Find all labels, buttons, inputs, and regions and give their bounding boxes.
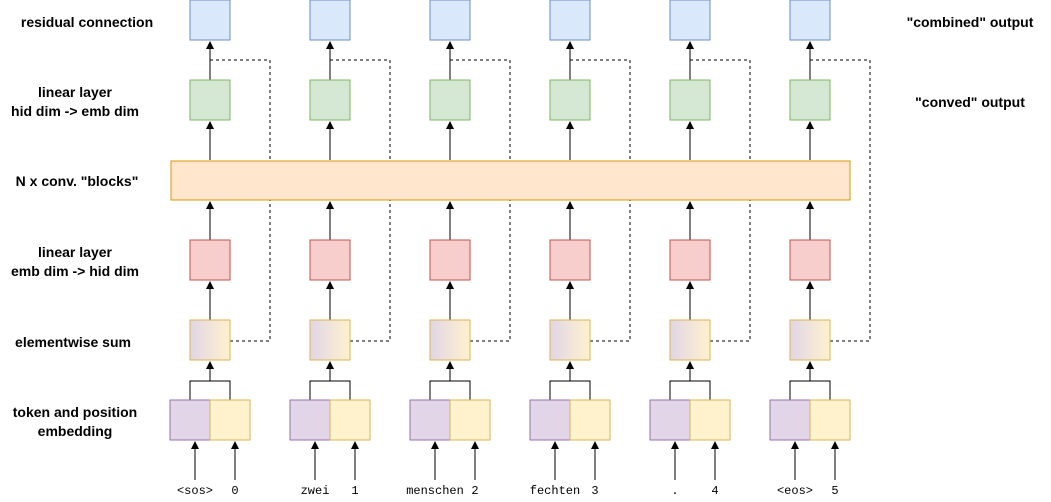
row-label-embedding-line2: embedding: [38, 423, 113, 439]
combined-output-box: [669, 0, 711, 41]
row-label-embedding-line1: token and position: [13, 404, 137, 420]
conved-output-box: [669, 79, 711, 121]
linear-in-box: [789, 239, 831, 281]
row-label-sum: elementwise sum: [15, 334, 131, 350]
columns-layer: <sos> 0 zwei 1 menschen 2 fechten 3. 4 <eos> 5: [169, 0, 871, 498]
combined-output-label: "combined" output: [907, 14, 1034, 30]
conved-output-box: [429, 79, 471, 121]
position-embedding-box: [809, 399, 851, 441]
position-embedding-box: [329, 399, 371, 441]
token-embedding-box: [169, 399, 211, 441]
linear-in-box: [189, 239, 231, 281]
conv-blocks-bar: [170, 160, 851, 201]
position-label: 4: [711, 484, 718, 498]
combined-output-box: [549, 0, 591, 41]
token-label: menschen: [406, 484, 464, 498]
linear-in-box: [309, 239, 351, 281]
elementwise-sum-box: [789, 319, 831, 361]
elementwise-sum-box: [189, 319, 231, 361]
conved-output-label: "conved" output: [915, 94, 1025, 110]
embedding-merge-connector: [669, 380, 711, 400]
position-embedding-box: [449, 399, 491, 441]
combined-output-box: [189, 0, 231, 41]
conved-output-box: [189, 79, 231, 121]
row-label-blocks: N x conv. "blocks": [16, 173, 139, 189]
position-embedding-box: [689, 399, 731, 441]
token-label: <sos>: [177, 484, 213, 498]
token-embedding-box: [289, 399, 331, 441]
linear-in-box: [669, 239, 711, 281]
embedding-merge-connector: [549, 380, 591, 400]
token-label: .: [671, 484, 678, 498]
token-label: fechten: [530, 484, 580, 498]
combined-output-box: [789, 0, 831, 41]
token-embedding-box: [409, 399, 451, 441]
position-label: 1: [351, 484, 358, 498]
elementwise-sum-box: [429, 319, 471, 361]
elementwise-sum-box: [309, 319, 351, 361]
conved-output-box: [549, 79, 591, 121]
conved-output-box: [309, 79, 351, 121]
position-label: 5: [831, 484, 838, 498]
elementwise-sum-box: [549, 319, 591, 361]
embedding-merge-connector: [309, 380, 351, 400]
position-embedding-box: [569, 399, 611, 441]
position-label: 0: [231, 484, 238, 498]
linear-in-box: [429, 239, 471, 281]
combined-output-box: [309, 0, 351, 41]
token-label: zwei: [301, 484, 330, 498]
row-label-linear-in-line2: emb dim -> hid dim: [11, 263, 139, 279]
position-label: 3: [591, 484, 598, 498]
combined-output-box: [429, 0, 471, 41]
row-label-linear-in-line1: linear layer: [38, 244, 112, 260]
token-label: <eos>: [777, 484, 813, 498]
conved-output-box: [789, 79, 831, 121]
position-label: 2: [471, 484, 478, 498]
row-label-residual: residual connection: [21, 14, 153, 30]
embedding-merge-connector: [789, 380, 831, 400]
token-embedding-box: [529, 399, 571, 441]
embedding-merge-connector: [189, 380, 231, 400]
row-label-linear-out-line2: hid dim -> emb dim: [11, 103, 139, 119]
embedding-merge-connector: [429, 380, 471, 400]
token-embedding-box: [769, 399, 811, 441]
residual-dashed-connector: [810, 59, 871, 342]
row-label-linear-out-line1: linear layer: [38, 84, 112, 100]
position-embedding-box: [209, 399, 251, 441]
token-embedding-box: [649, 399, 691, 441]
linear-in-box: [549, 239, 591, 281]
elementwise-sum-box: [669, 319, 711, 361]
